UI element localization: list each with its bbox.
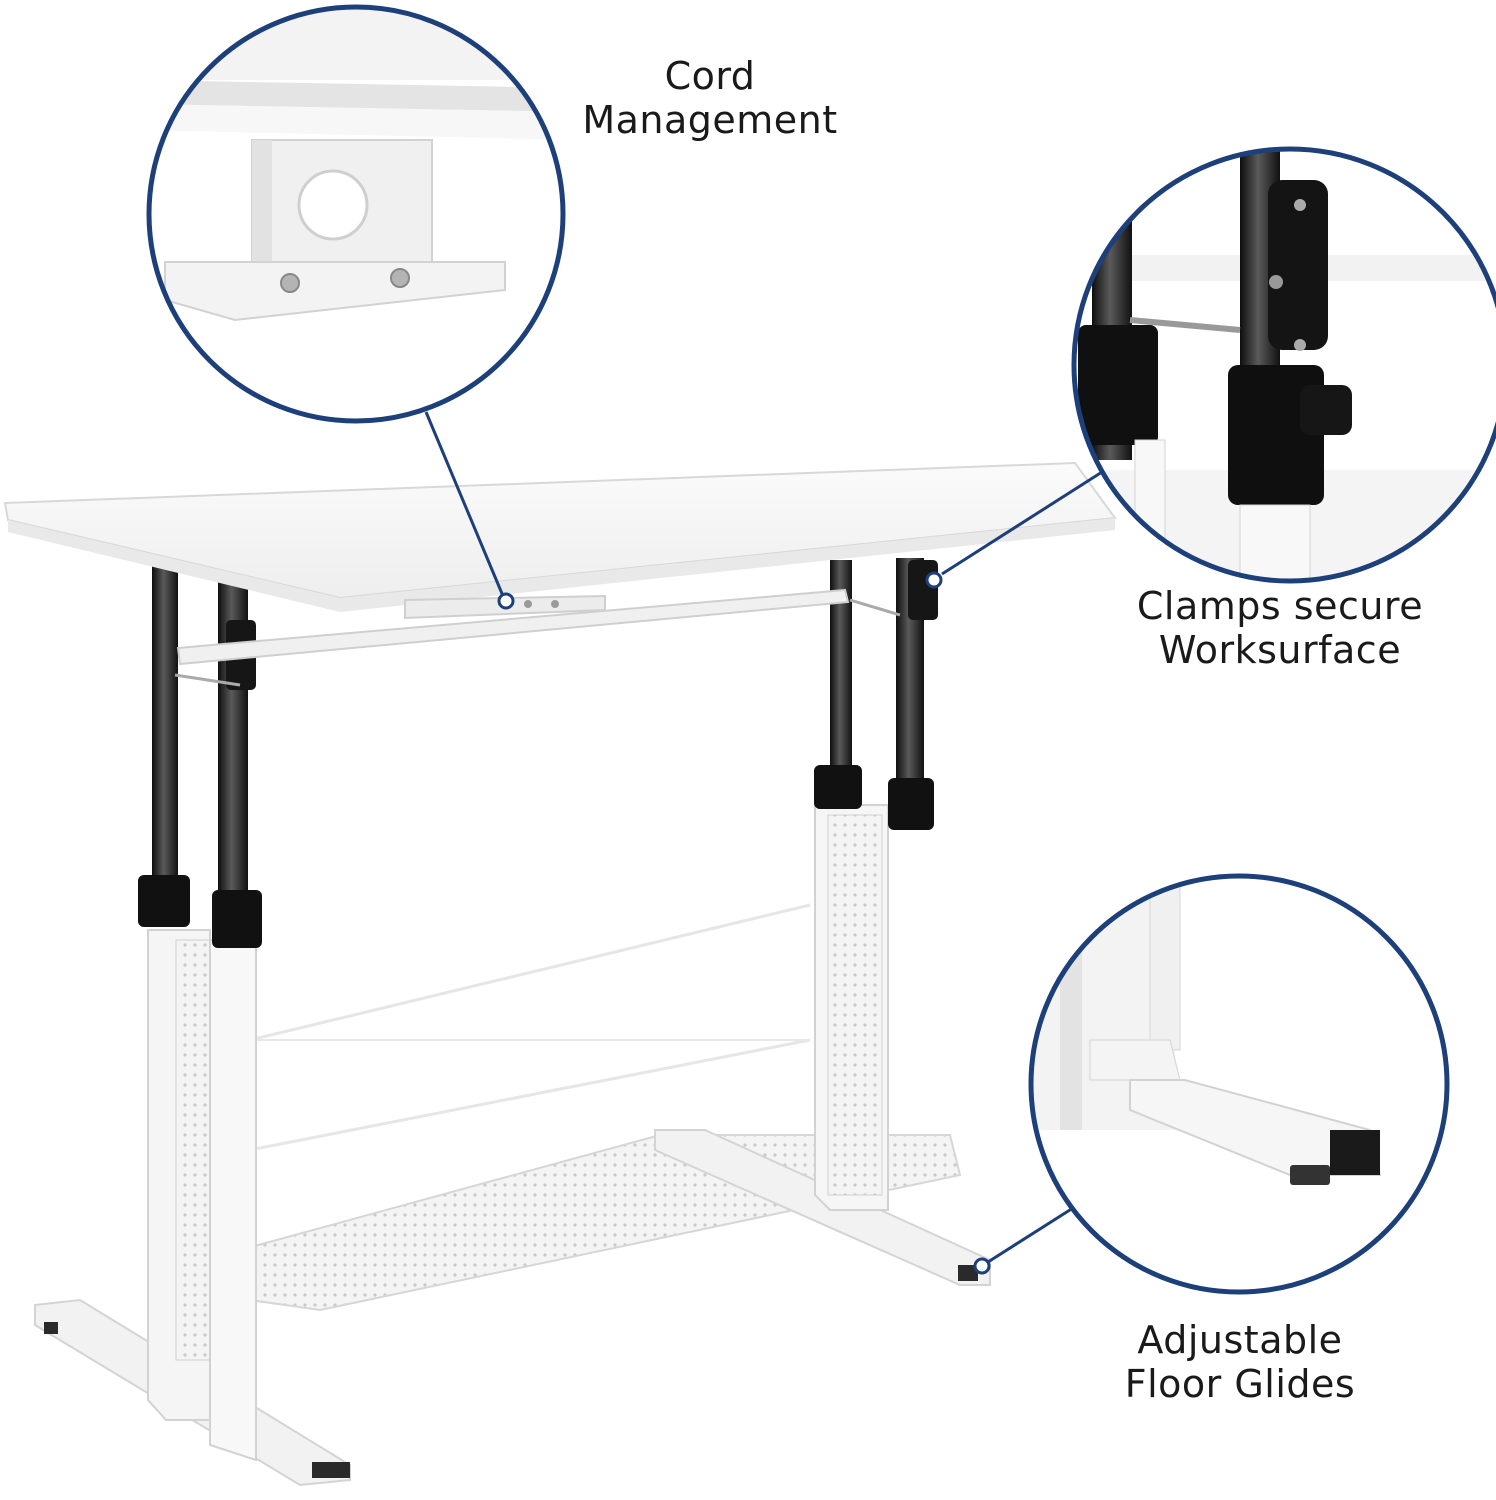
height-clamp [814,765,862,809]
floor-glide [312,1462,350,1478]
top-clamp [908,560,938,620]
height-clamp [212,890,262,948]
front-crossbar [176,588,850,666]
callout-anchor-dot [497,592,515,610]
label-line: Worksurface [1158,628,1402,672]
callout-leader-line [987,1206,1074,1264]
floor-glides-label: Adjustable Floor Glides [1090,1318,1390,1406]
height-clamp [888,778,934,830]
callout-ring [1071,146,1496,584]
height-pole [152,560,178,890]
callout-ring [146,4,566,424]
floor-glide [958,1265,978,1281]
callout-leader-line [424,411,505,597]
base-foot-right [654,1129,991,1286]
label-line: Floor Glides [1124,1362,1356,1406]
floor-glide [44,1322,58,1334]
cross-brace [249,903,811,1042]
rod [174,673,241,687]
label-line: Cord [664,54,756,98]
screw [551,600,559,608]
callout-anchor-dot [925,571,943,589]
leg-left-lower-front [209,939,257,1462]
label-line: Management [582,98,838,142]
desktop-edge [8,518,1115,612]
callout-anchor-dot [973,1257,991,1275]
desk [3,461,1117,1487]
cord-management-label: Cord Management [560,54,860,142]
callout-ring [1028,873,1450,1295]
label-line: Clamps secure [1136,584,1424,628]
screw [524,600,532,608]
clamps-label: Clamps secure Worksurface [1110,584,1450,672]
height-clamp [138,875,190,927]
height-pole [830,560,852,790]
perforated-panel [827,814,883,1196]
cross-brace [249,1038,811,1152]
rod [849,598,901,617]
label-line: Adjustable [1137,1318,1343,1362]
callout-leader-line [941,470,1103,576]
callout-floor-glides [973,873,1450,1295]
